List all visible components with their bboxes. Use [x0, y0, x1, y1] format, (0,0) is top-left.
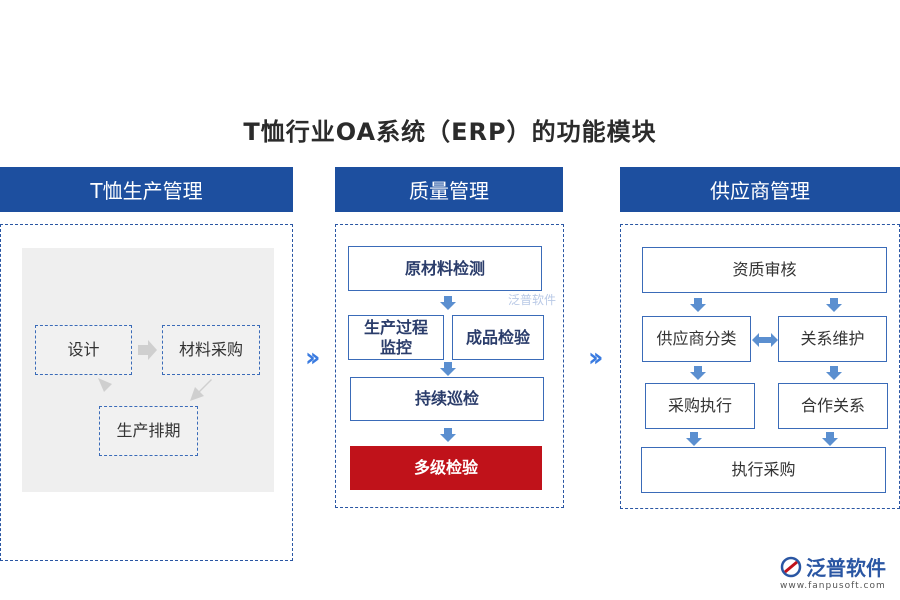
logo-url: www.fanpusoft.com	[780, 581, 886, 591]
finished-inspection-node: 成品检验	[452, 315, 544, 360]
patrol-node: 持续巡检	[350, 377, 544, 421]
brand-logo: 泛普软件 www.fanpusoft.com	[780, 552, 886, 591]
arrow-down-icon	[690, 366, 706, 380]
process-monitor-node: 生产过程监控	[348, 315, 444, 360]
qualification-node: 资质审核	[642, 247, 887, 293]
arrow-down-icon	[686, 432, 702, 446]
classification-node: 供应商分类	[642, 316, 751, 362]
supplier-header: 供应商管理	[620, 167, 900, 212]
logo-icon	[780, 556, 802, 577]
connector-2: ››	[588, 343, 604, 373]
quality-header: 质量管理	[335, 167, 563, 212]
relationship-node: 关系维护	[778, 316, 887, 362]
logo-name: 泛普软件	[806, 556, 886, 580]
arrow-down-left-icon	[190, 379, 212, 401]
arrow-down-icon	[822, 432, 838, 446]
procurement-exec-node: 采购执行	[645, 383, 755, 429]
quality-panel	[335, 224, 564, 508]
arrow-down-icon	[440, 428, 456, 442]
arrow-right-icon	[138, 340, 157, 360]
production-header: T恤生产管理	[0, 167, 293, 212]
arrow-up-left-icon	[98, 378, 120, 400]
raw-inspection-node: 原材料检测	[348, 246, 542, 291]
double-arrow-icon	[752, 333, 778, 347]
production-panel	[0, 224, 293, 561]
multi-level-node: 多级检验	[350, 446, 542, 490]
arrow-down-icon	[440, 362, 456, 376]
arrow-down-icon	[826, 366, 842, 380]
arrow-down-icon	[690, 298, 706, 312]
cooperation-node: 合作关系	[778, 383, 888, 429]
execute-purchase-node: 执行采购	[641, 447, 886, 493]
materials-node: 材料采购	[162, 325, 260, 375]
arrow-down-icon	[826, 298, 842, 312]
connector-1: ››	[305, 343, 321, 373]
arrow-down-icon	[440, 296, 456, 310]
design-node: 设计	[35, 325, 132, 375]
scheduling-node: 生产排期	[99, 406, 198, 456]
watermark: 泛普软件	[508, 293, 557, 307]
page-title: T恤行业OA系统（ERP）的功能模块	[243, 118, 657, 146]
production-arrows	[98, 340, 212, 401]
